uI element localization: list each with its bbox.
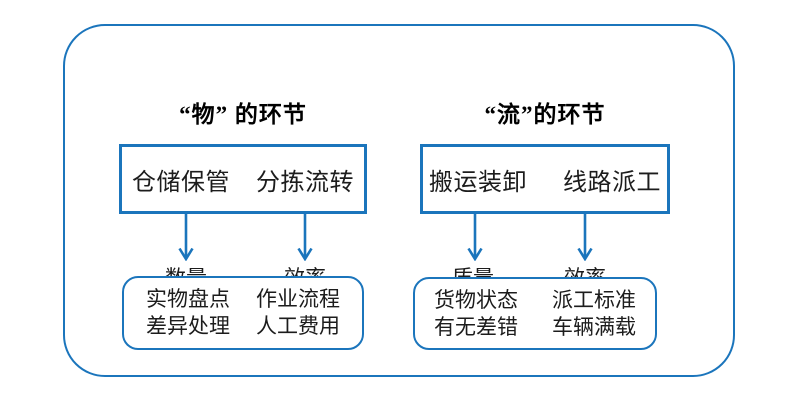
process-item-label: 分拣流转 <box>256 169 354 196</box>
outer-rounded-frame: “物” 的环节 仓储保管 分拣流转 数量 效率 实物盘点 差异处理 作业流程 人… <box>63 24 735 377</box>
process-item-label: 线路派工 <box>563 169 661 196</box>
down-arrow-icon <box>178 213 194 261</box>
detail-column: 实物盘点 差异处理 <box>146 286 230 340</box>
detail-column: 货物状态 有无差错 <box>434 287 518 341</box>
wu-detail-box: 实物盘点 差异处理 作业流程 人工费用 <box>122 276 364 350</box>
detail-item-label: 人工费用 <box>256 314 340 338</box>
detail-item-label: 有无差错 <box>434 314 518 339</box>
down-arrow-icon <box>297 213 313 261</box>
process-item-label: 搬运装卸 <box>429 169 527 196</box>
down-arrow-icon <box>467 213 483 261</box>
detail-column: 作业流程 人工费用 <box>256 286 340 340</box>
detail-item-label: 货物状态 <box>434 287 518 312</box>
wu-section-title: “物” 的环节 <box>179 102 307 127</box>
liu-section-title: “流”的环节 <box>484 102 606 127</box>
detail-item-label: 差异处理 <box>146 314 230 338</box>
process-item-label: 仓储保管 <box>132 169 230 196</box>
liu-process-box: 搬运装卸 线路派工 <box>420 144 670 214</box>
detail-item-label: 作业流程 <box>256 287 340 311</box>
down-arrow-icon <box>577 213 593 261</box>
wu-process-box: 仓储保管 分拣流转 <box>119 144 367 214</box>
detail-item-label: 派工标准 <box>552 287 636 312</box>
liu-detail-box: 货物状态 有无差错 派工标准 车辆满载 <box>413 277 657 350</box>
detail-item-label: 车辆满载 <box>552 314 636 339</box>
detail-column: 派工标准 车辆满载 <box>552 287 636 341</box>
detail-item-label: 实物盘点 <box>146 287 230 311</box>
